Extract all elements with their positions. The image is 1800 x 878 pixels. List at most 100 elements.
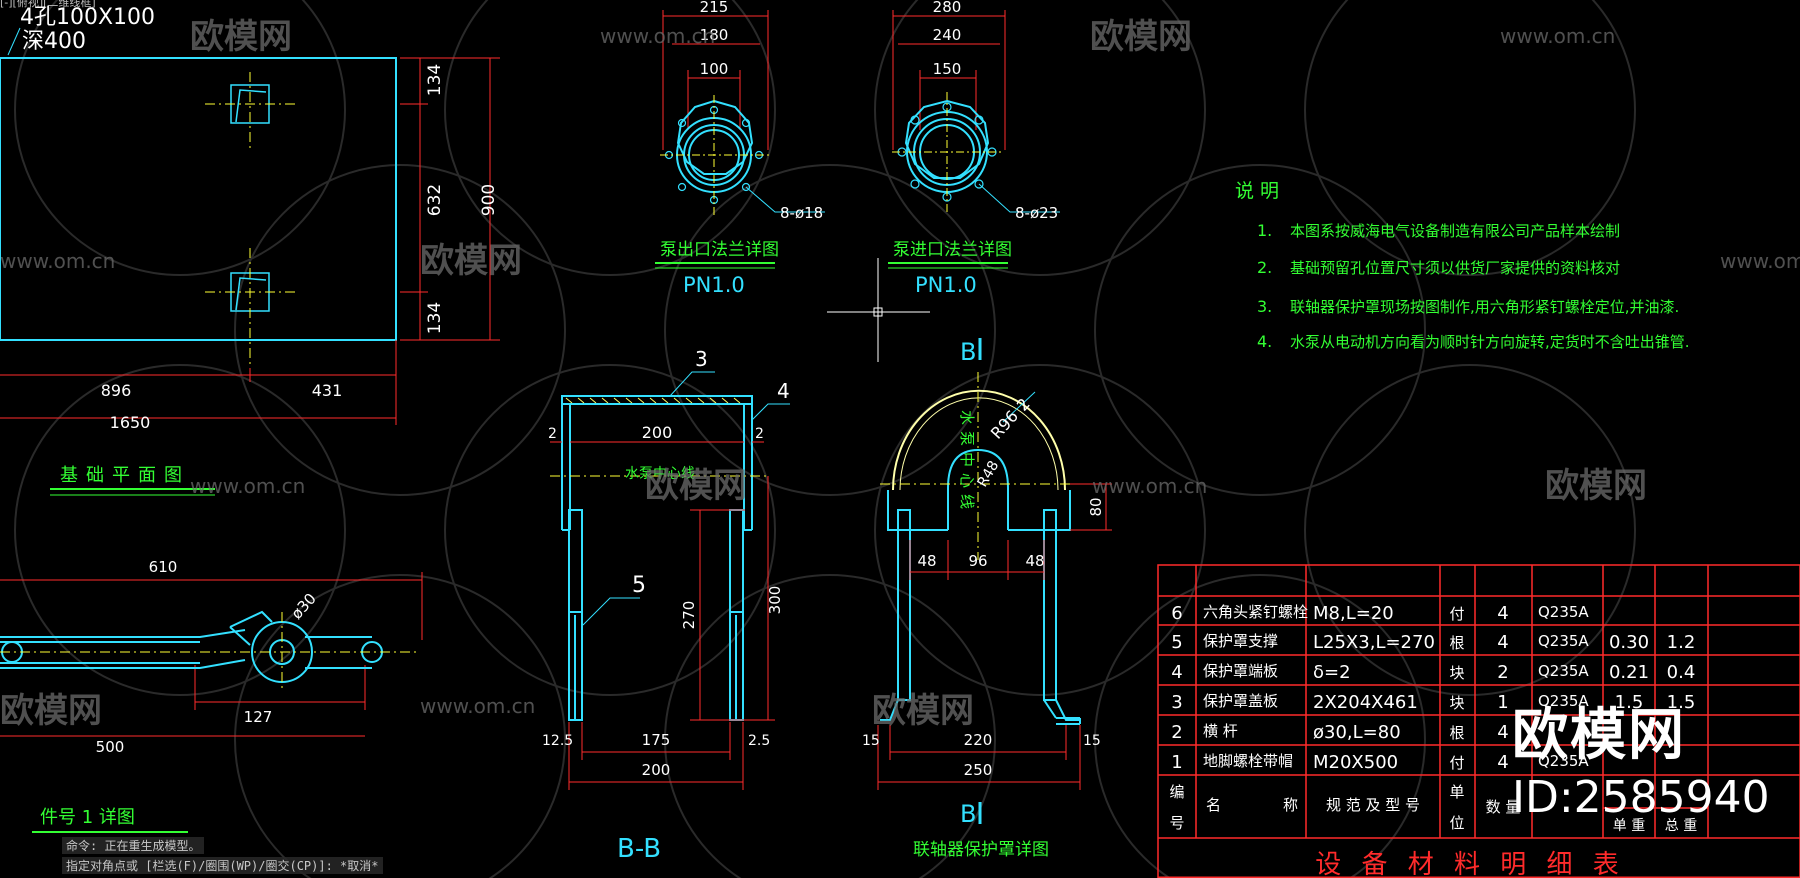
- leader-3: 3: [695, 347, 708, 371]
- bb-left-2: 2: [548, 426, 557, 442]
- table-row: 5 保护罩支撑 L25X3,L=270 根 4 Q235A 0.30 1.2: [1171, 632, 1695, 653]
- row4-material: Q235A: [1538, 662, 1589, 680]
- row4-name: 保护罩端板: [1203, 662, 1278, 680]
- row3-w1: 1.5: [1615, 692, 1644, 713]
- command-prompt-line[interactable]: 指定对角点或 [栏选(F)/圈围(WP)/圈交(CP)]: *取消*: [62, 857, 383, 874]
- watermark-brand: 欧模网: [872, 691, 974, 731]
- row5-name: 保护罩支撑: [1203, 632, 1278, 650]
- table-row: 2 横 杆 ø30,L=80 根 4: [1171, 722, 1508, 743]
- row6-unit: 付: [1449, 605, 1464, 623]
- watermark-brand: 欧模网: [420, 241, 522, 281]
- table-row: 6 六角头紧钉螺栓 M8,L=20 付 4 Q235A: [1171, 603, 1589, 624]
- guard-center-label: 水泵中心线: [958, 410, 976, 515]
- flange-in-d2: 240: [933, 26, 962, 44]
- guard-dim48-left: 48: [917, 552, 936, 570]
- row1-spec: M20X500: [1313, 752, 1398, 773]
- watermark-site: www.om.cn: [1500, 24, 1615, 48]
- guard-title: 联轴器保护罩详图: [913, 840, 1049, 860]
- row3-spec: 2X204X461: [1313, 692, 1418, 713]
- row4-unit: 块: [1449, 664, 1464, 682]
- guard-section-mark-top: B: [960, 338, 976, 366]
- row5-unit: 根: [1449, 634, 1464, 652]
- note-1-num: 1.: [1257, 221, 1272, 240]
- dim-900: 900: [479, 184, 499, 216]
- leader-4: 4: [777, 379, 790, 403]
- dim-632: 632: [425, 184, 445, 216]
- flange-in-d3: 150: [933, 60, 962, 78]
- guard-dim15-left: 15: [862, 733, 880, 749]
- leader-5: 5: [632, 573, 646, 598]
- notes-heading: 说 明: [1235, 180, 1279, 202]
- command-history-line: 命令: 正在重生成模型。: [62, 837, 205, 854]
- row1-unit: 付: [1449, 754, 1464, 772]
- section-bb: 3 4 5 2 2 200 水泵中心线 270 300 12.5 175 2.5…: [542, 347, 790, 864]
- row2-name: 横 杆: [1203, 722, 1238, 740]
- note-1-text: 本图系按威海电气设备制造有限公司产品样本绘制: [1290, 222, 1620, 240]
- table-row: 1 地脚螺栓带帽 M20X500 付 4 Q235A: [1171, 752, 1589, 773]
- watermark-site: www.om.cn: [600, 24, 715, 48]
- row2-qty: 4: [1497, 722, 1508, 743]
- guard-section-mark-bottom: B: [960, 800, 976, 828]
- header-name-b: 称: [1283, 796, 1298, 814]
- guard-dim96: 96: [968, 552, 987, 570]
- part1-dim500: 500: [96, 738, 125, 756]
- row4-no: 4: [1171, 662, 1182, 683]
- row3-no: 3: [1171, 692, 1182, 713]
- header-unit-1: 单: [1449, 783, 1464, 801]
- bb-center-label: 水泵中心线: [625, 466, 695, 482]
- header-spec: 规 范 及 型 号: [1326, 796, 1420, 814]
- part1-title: 件号 1 详图: [40, 807, 135, 828]
- notes-block: 说 明 1. 本图系按威海电气设备制造有限公司产品样本绘制 2. 基础预留孔位置…: [1235, 180, 1690, 351]
- row3-name: 保护罩盖板: [1203, 692, 1278, 710]
- flange-out-pressure: PN1.0: [683, 273, 745, 297]
- table-title: 设 备 材 料 明 细 表: [1315, 850, 1625, 878]
- watermark-site: www.om.cn: [1092, 474, 1207, 498]
- note-3-num: 3.: [1257, 297, 1272, 316]
- watermark-site: www.om.cn: [420, 694, 535, 718]
- row2-spec: ø30,L=80: [1313, 722, 1401, 743]
- header-qty: 数 量: [1486, 798, 1521, 816]
- bb-dim175: 175: [642, 731, 671, 749]
- guard-dim220: 220: [964, 731, 993, 749]
- flange-out-title: 泵出口法兰详图: [660, 240, 779, 260]
- row3-qty: 1: [1497, 692, 1508, 713]
- row5-qty: 4: [1497, 632, 1508, 653]
- row3-material: Q235A: [1538, 692, 1589, 710]
- viewport-label[interactable]: [-][俯视][二维线框]: [0, 0, 96, 9]
- header-no-1: 编: [1169, 783, 1184, 801]
- flange-out-d1: 215: [700, 0, 729, 16]
- flange-in-title: 泵进口法兰详图: [893, 240, 1012, 260]
- watermark-brand: 欧模网: [645, 466, 747, 506]
- bb-dim2-5: 2.5: [748, 733, 770, 749]
- bb-dim270: 270: [680, 601, 698, 630]
- flange-out-d2: 180: [700, 26, 729, 44]
- bb-dim200-top: 200: [642, 423, 673, 442]
- part1-dim610: 610: [149, 558, 178, 576]
- row4-spec: δ=2: [1313, 662, 1351, 683]
- foundation-plan: 4孔100X100 深400 134 632 134 900 896 431 1…: [0, 5, 500, 496]
- dim-431: 431: [312, 381, 343, 400]
- cursor-crosshair[interactable]: [827, 258, 930, 362]
- watermark-big-brand: 欧模网: [1512, 703, 1686, 768]
- row4-w1: 0.21: [1609, 662, 1649, 683]
- table-row: 4 保护罩端板 δ=2 块 2 Q235A 0.21 0.4: [1171, 662, 1695, 683]
- row1-material: Q235A: [1538, 752, 1589, 770]
- part1-detail: 610 ø30 127 500 件号 1 详图: [0, 558, 423, 833]
- flange-in-pressure: PN1.0: [915, 273, 977, 297]
- row6-no: 6: [1171, 603, 1182, 624]
- row3-w2: 1.5: [1667, 692, 1696, 713]
- dim-134-bottom: 134: [425, 302, 445, 334]
- flange-outlet-detail: 215 180 100 8-ø18 泵出口法兰详图 PN1.0: [655, 0, 825, 297]
- watermark-site: www.om.cn: [0, 249, 115, 273]
- flange-inlet-detail: 280 240 150 8-ø23 泵进口法兰详图 PN1.0: [888, 0, 1060, 297]
- header-w2: 总 重: [1665, 818, 1697, 834]
- watermark-brand: 欧模网: [1090, 17, 1192, 57]
- header-no-2: 号: [1169, 814, 1184, 832]
- flange-in-holes: 8-ø23: [1015, 204, 1058, 222]
- bb-dim12-5: 12.5: [542, 733, 573, 749]
- watermark-brand: 欧模网: [1545, 466, 1647, 506]
- row5-material: Q235A: [1538, 632, 1589, 650]
- guard-dim15-right: 15: [1083, 733, 1101, 749]
- dim-134-top: 134: [425, 64, 445, 96]
